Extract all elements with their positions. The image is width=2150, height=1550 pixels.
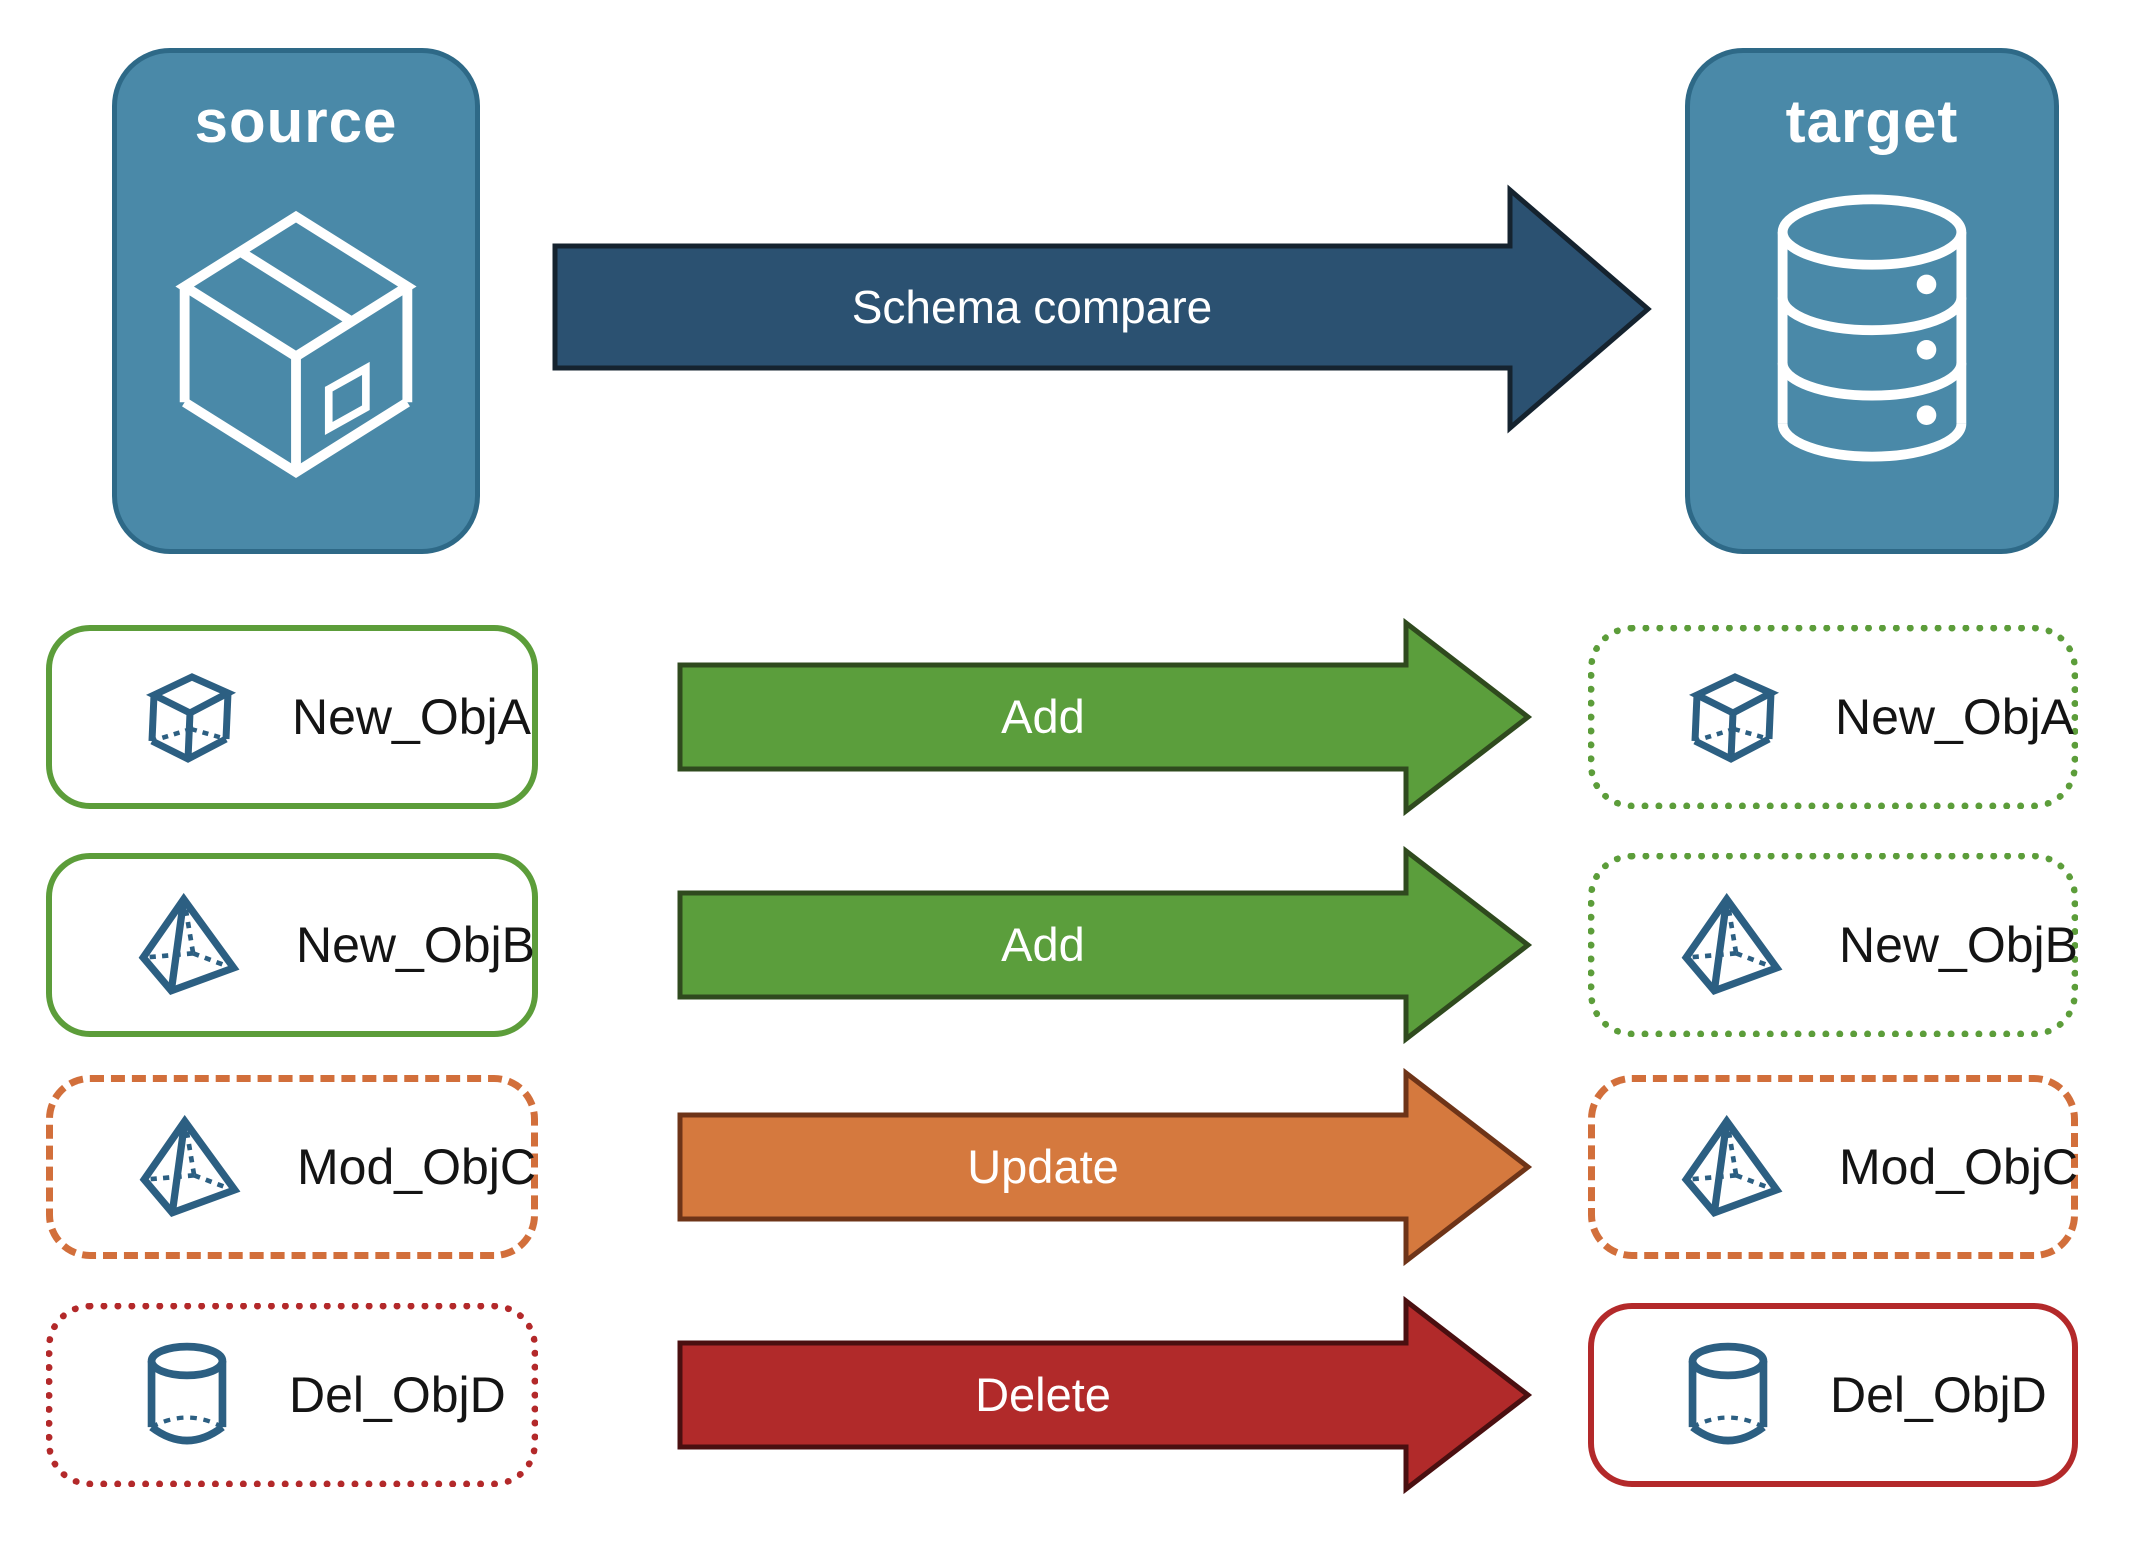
delete-arrow-label: Delete [975,1368,1111,1421]
object-label: Mod_ObjC [297,1139,536,1195]
object-label: Mod_ObjC [1839,1139,2078,1195]
pyramid-icon [1681,1115,1785,1219]
target-object-del-objd: Del_ObjD [1588,1303,2078,1487]
object-label: New_ObjA [1835,689,2074,745]
target-title: target [1785,88,1959,155]
schema-compare-label: Schema compare [852,281,1213,333]
source-object-new-obja: New_ObjA [46,625,538,809]
add-arrow-label: Add [1001,918,1085,971]
cylinder-icon [139,1338,235,1453]
update-arrow: Update [677,1067,1533,1267]
target-object-new-obja: New_ObjA [1588,625,2078,809]
cylinder-icon [1680,1338,1776,1453]
cube-icon [1681,667,1781,767]
target-object-new-objb: New_ObjB [1588,853,2078,1037]
source-node: source [112,48,480,554]
object-label: New_ObjB [296,917,535,973]
object-label: New_ObjA [292,689,531,745]
database-icon [1763,186,1981,470]
source-object-mod-objc: Mod_ObjC [46,1075,538,1259]
source-object-del-objd: Del_ObjD [46,1303,538,1487]
target-object-mod-objc: Mod_ObjC [1588,1075,2078,1259]
cube-icon [138,667,238,767]
target-node: target [1685,48,2059,554]
source-object-new-objb: New_ObjB [46,853,538,1037]
pyramid-icon [138,893,242,997]
object-label: New_ObjB [1839,917,2078,973]
delete-arrow: Delete [677,1295,1533,1495]
object-label: Del_ObjD [289,1367,506,1423]
pyramid-icon [1681,893,1785,997]
source-title: source [194,88,398,155]
package-icon [165,186,427,481]
update-arrow-label: Update [967,1140,1119,1193]
add-arrow-label: Add [1001,690,1085,743]
schema-compare-arrow: Schema compare [552,184,1652,434]
add-arrow: Add [677,845,1533,1045]
pyramid-icon [139,1115,243,1219]
add-arrow: Add [677,617,1533,817]
object-label: Del_ObjD [1830,1367,2047,1423]
